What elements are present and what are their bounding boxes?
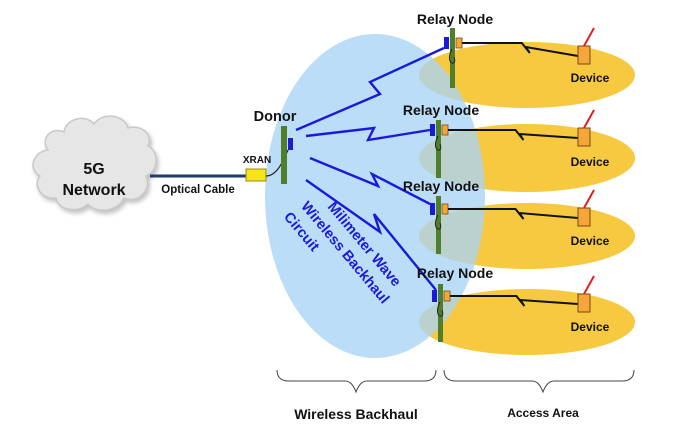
- backhaul-area: [265, 34, 485, 358]
- access-link: [450, 295, 579, 307]
- donor-pole: [281, 126, 287, 184]
- relay-node-label: Relay Node: [417, 11, 493, 27]
- donor-label: Donor: [254, 109, 297, 125]
- relay-pole: [438, 284, 443, 342]
- access-link: [448, 208, 579, 220]
- device-antenna-icon: [583, 275, 595, 295]
- relay-antenna-backhaul: [432, 290, 437, 302]
- device-label: Device: [571, 155, 610, 169]
- relay-node-label: Relay Node: [403, 178, 479, 194]
- relay-node-label: Relay Node: [403, 102, 479, 118]
- relay-antenna-access: [443, 290, 451, 302]
- device-icon: [577, 127, 591, 147]
- device-antenna-icon: [583, 109, 595, 129]
- relay-pole: [436, 120, 441, 178]
- donor-antenna: [288, 138, 293, 150]
- xran-label: XRAN: [243, 155, 271, 166]
- xran-box: [245, 168, 267, 182]
- device-antenna-icon: [583, 27, 595, 47]
- device-icon: [577, 207, 591, 227]
- device-label: Device: [571, 320, 610, 334]
- device-icon: [577, 45, 591, 65]
- cloud-icon: [32, 115, 157, 211]
- device-label: Device: [571, 234, 610, 248]
- access-link: [462, 42, 579, 57]
- network-label-line1: 5G: [83, 161, 104, 178]
- device-antenna-icon: [583, 189, 595, 209]
- relay-antenna-backhaul: [430, 124, 435, 136]
- access-link: [448, 129, 579, 141]
- relay-antenna-backhaul: [444, 37, 449, 49]
- access-brace: [443, 369, 635, 394]
- wireless-link-4: [305, 179, 437, 291]
- relay-wire: [437, 301, 444, 317]
- relay-antenna-backhaul: [430, 203, 435, 215]
- relay-wire: [435, 214, 442, 230]
- relay-antenna-access: [441, 203, 449, 215]
- section-label-access: Access Area: [507, 406, 579, 420]
- relay-pole: [450, 28, 455, 88]
- network-label-line2: Network: [62, 182, 125, 199]
- relay-antenna-access: [455, 37, 463, 49]
- relay-node-label: Relay Node: [417, 265, 493, 281]
- optical-cable-label: Optical Cable: [161, 184, 235, 196]
- relay-wire: [435, 135, 442, 151]
- relay-antenna-access: [441, 124, 449, 136]
- backhaul-brace: [276, 369, 437, 394]
- section-label-backhaul: Wireless Backhaul: [294, 406, 418, 422]
- wireless-link-2: [305, 126, 431, 142]
- wireless-links: [295, 46, 445, 291]
- relay-pole: [436, 196, 441, 254]
- wireless-link-1: [295, 46, 445, 132]
- wireless-link-3: [309, 156, 431, 206]
- device-icon: [577, 293, 591, 313]
- device-label: Device: [571, 71, 610, 85]
- relay-wire: [449, 48, 456, 64]
